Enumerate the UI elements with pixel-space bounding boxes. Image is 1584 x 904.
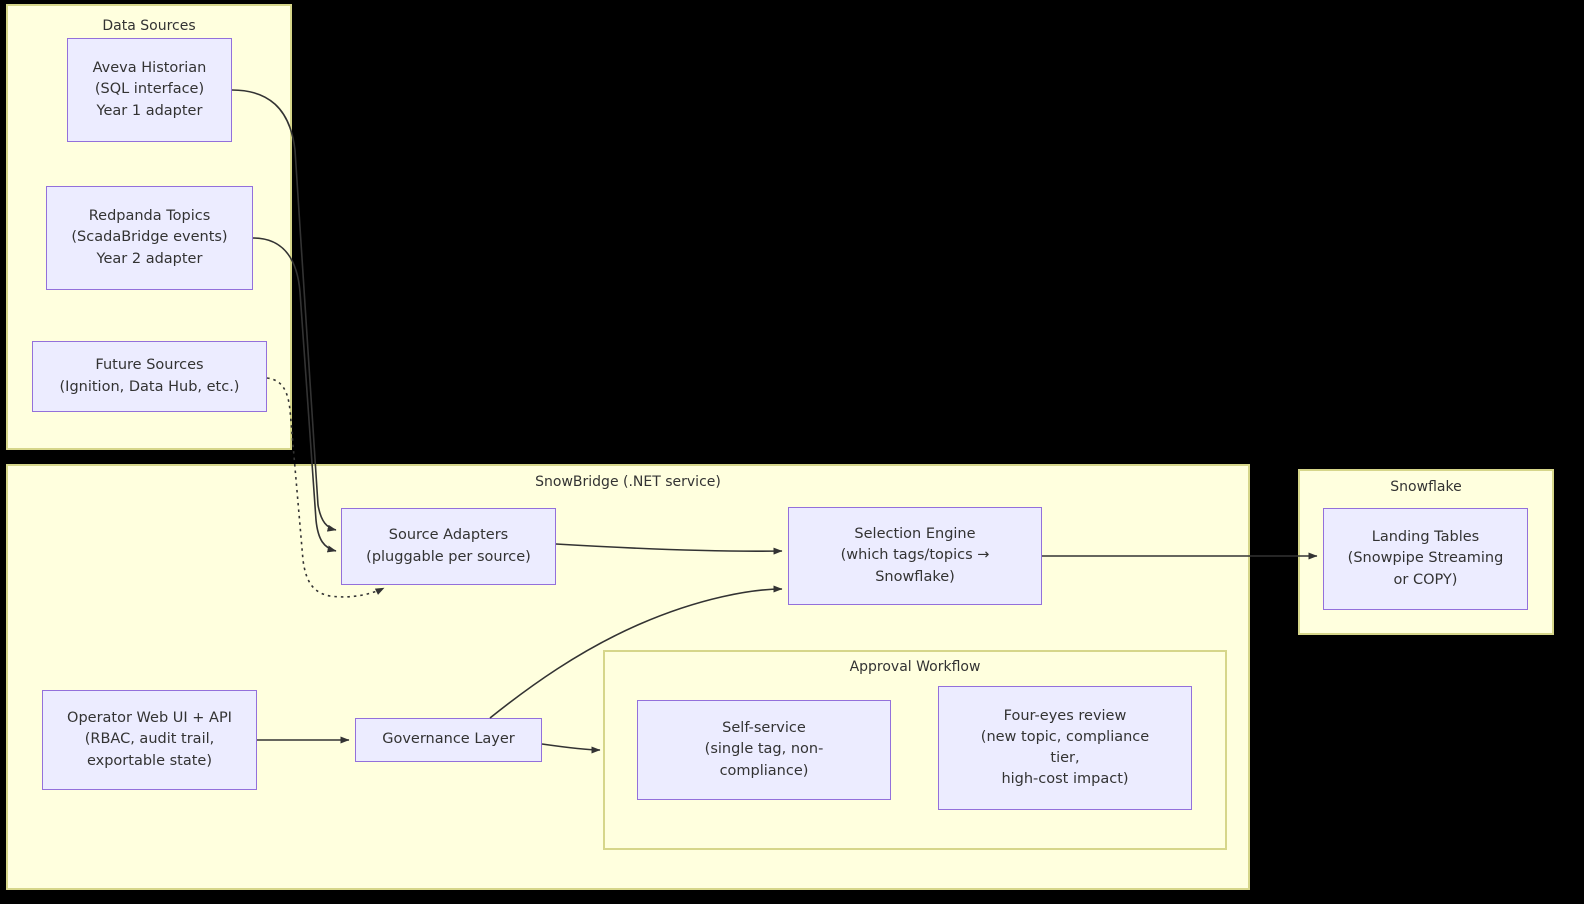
node-selection-engine-line1: Selection Engine	[854, 526, 976, 543]
node-four-eyes-review-line3: tier,	[1050, 750, 1080, 766]
node-future-sources[interactable]: Future Sources (Ignition, Data Hub, etc.…	[32, 341, 267, 412]
node-landing-tables[interactable]: Landing Tables (Snowpipe Streaming or CO…	[1323, 508, 1528, 610]
node-operator-web-ui[interactable]: Operator Web UI + API (RBAC, audit trail…	[42, 690, 257, 790]
node-operator-web-ui-line1: Operator Web UI + API	[67, 710, 232, 727]
subgraph-data-sources-title: Data Sources	[102, 18, 196, 34]
node-source-adapters-line1: Source Adapters	[388, 527, 509, 544]
node-self-service-line3: compliance)	[719, 762, 809, 779]
subgraph-snowbridge-title: SnowBridge (.NET service)	[535, 474, 721, 490]
node-operator-web-ui-line2: (RBAC, audit trail,	[84, 731, 215, 748]
subgraph-snowflake-title: Snowflake	[1390, 479, 1462, 495]
node-aveva-historian-line3: Year 1 adapter	[96, 102, 203, 119]
node-redpanda-topics-line1: Redpanda Topics	[88, 208, 211, 225]
node-self-service-line1: Self-service	[722, 720, 806, 737]
node-landing-tables-line3: or COPY)	[1393, 571, 1458, 588]
node-redpanda-topics-line2: (ScadaBridge events)	[71, 229, 228, 246]
node-governance-layer[interactable]: Governance Layer	[355, 718, 542, 762]
node-selection-engine[interactable]: Selection Engine (which tags/topics → Sn…	[788, 507, 1042, 605]
node-future-sources-line1: Future Sources	[95, 357, 204, 374]
node-operator-web-ui-line3: exportable state)	[86, 752, 212, 769]
node-source-adapters-line2: (pluggable per source)	[366, 548, 531, 565]
node-future-sources-line2: (Ignition, Data Hub, etc.)	[59, 378, 240, 395]
node-selection-engine-line2: (which tags/topics →	[840, 547, 990, 564]
node-self-service-line2: (single tag, non-	[704, 741, 824, 758]
node-redpanda-topics-line3: Year 2 adapter	[96, 250, 203, 267]
node-selection-engine-line3: Snowflake)	[875, 568, 955, 585]
node-aveva-historian[interactable]: Aveva Historian (SQL interface) Year 1 a…	[67, 38, 232, 142]
node-governance-layer-line1: Governance Layer	[382, 731, 515, 748]
node-landing-tables-line2: (Snowpipe Streaming	[1347, 550, 1504, 567]
subgraph-approval-workflow-title: Approval Workflow	[849, 659, 981, 675]
node-redpanda-topics[interactable]: Redpanda Topics (ScadaBridge events) Yea…	[46, 186, 253, 290]
node-landing-tables-line1: Landing Tables	[1371, 529, 1480, 546]
node-four-eyes-review[interactable]: Four-eyes review (new topic, compliance …	[938, 686, 1192, 810]
node-aveva-historian-line2: (SQL interface)	[94, 81, 205, 98]
node-four-eyes-review-line2: (new topic, compliance	[980, 728, 1150, 745]
node-four-eyes-review-line4: high-cost impact)	[1001, 771, 1129, 788]
node-source-adapters[interactable]: Source Adapters (pluggable per source)	[341, 508, 556, 585]
node-self-service[interactable]: Self-service (single tag, non- complianc…	[637, 700, 891, 800]
node-aveva-historian-line1: Aveva Historian	[92, 60, 207, 77]
node-four-eyes-review-line1: Four-eyes review	[1003, 707, 1127, 724]
